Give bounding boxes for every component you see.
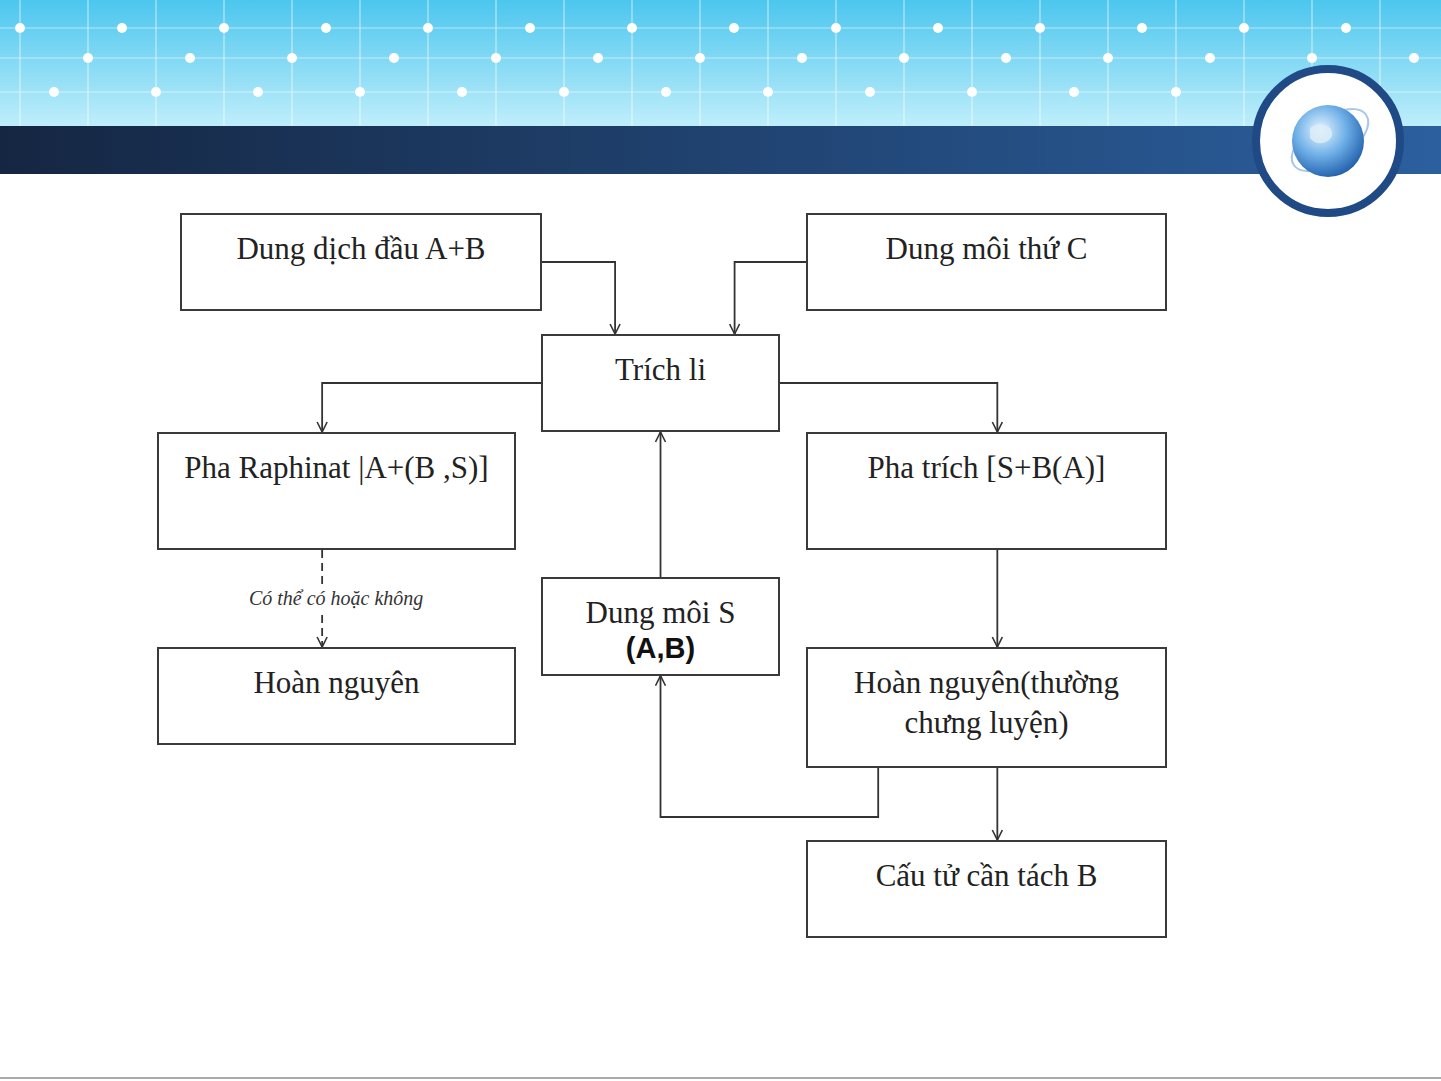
grid-line [1175, 0, 1177, 126]
flow-arrow [660, 432, 662, 577]
header-band [0, 126, 1441, 174]
grid-line [19, 0, 21, 126]
grid-dot [1035, 23, 1045, 33]
grid-dot [389, 53, 399, 63]
box-text: Hoàn nguyên(thường chưng luyện) [818, 663, 1155, 744]
process-box: Dung môi S(A,B) [541, 577, 780, 676]
process-box: Hoàn nguyên(thường chưng luyện) [806, 647, 1167, 768]
box-text: Dung dịch đầu A+B [192, 229, 530, 269]
grid-dot [49, 87, 59, 97]
grid-line [155, 0, 157, 126]
logo-orbit [1281, 97, 1378, 184]
grid-line [1039, 0, 1041, 126]
grid-dot [593, 53, 603, 63]
grid-dot [797, 53, 807, 63]
box-text: Dung môi S [553, 593, 768, 633]
grid-dot [865, 87, 875, 97]
grid-dot [933, 23, 943, 33]
grid-dot [831, 23, 841, 33]
grid-line [631, 0, 633, 126]
circuit-grid [0, 0, 1441, 126]
grid-line [835, 0, 837, 126]
grid-dot [219, 23, 229, 33]
grid-dot [287, 53, 297, 63]
grid-dot [1069, 87, 1079, 97]
grid-line [767, 0, 769, 126]
flow-arrow [735, 262, 806, 334]
grid-line [359, 0, 361, 126]
grid-line [1243, 0, 1245, 126]
box-text: (A,B) [553, 633, 768, 663]
footer-rule [0, 1078, 1441, 1079]
box-text: Trích li [553, 350, 768, 390]
grid-dot [117, 23, 127, 33]
flow-arrow [322, 383, 541, 432]
grid-line [563, 0, 565, 126]
grid-dot [185, 53, 195, 63]
grid-line [223, 0, 225, 126]
process-box: Pha Raphinat |A+(B ,S)] [157, 432, 516, 550]
grid-dot [1171, 87, 1181, 97]
grid-line [0, 27, 1441, 29]
grid-dot [763, 87, 773, 97]
box-text: Cấu tử cần tách B [818, 856, 1155, 896]
process-box: Hoàn nguyên [157, 647, 516, 745]
grid-dot [1001, 53, 1011, 63]
grid-dot [1409, 53, 1419, 63]
process-box: Dung dịch đầu A+B [180, 213, 542, 311]
logo-globe [1292, 105, 1364, 177]
box-text: Hoàn nguyên [169, 663, 504, 703]
flow-arrow [780, 383, 997, 432]
box-text: Pha Raphinat |A+(B ,S)] [169, 448, 504, 488]
box-text: Dung môi thứ C [818, 229, 1155, 269]
grid-line [971, 0, 973, 126]
flow-arrow [542, 262, 615, 334]
flow-arrow [996, 550, 998, 647]
logo-land [1310, 124, 1332, 143]
header-sky [0, 0, 1441, 126]
grid-dot [967, 87, 977, 97]
grid-dot [321, 23, 331, 33]
grid-dot [661, 87, 671, 97]
grid-dot [695, 53, 705, 63]
grid-line [0, 91, 1441, 93]
grid-line [0, 57, 1441, 59]
grid-dot [491, 53, 501, 63]
process-box: Cấu tử cần tách B [806, 840, 1167, 938]
grid-dot [899, 53, 909, 63]
grid-line [427, 0, 429, 126]
grid-dot [1103, 53, 1113, 63]
grid-dot [729, 23, 739, 33]
grid-dot [1341, 23, 1351, 33]
process-box: Pha trích [S+B(A)] [806, 432, 1167, 550]
box-text: Pha trích [S+B(A)] [818, 448, 1155, 488]
grid-dot [627, 23, 637, 33]
process-box: Trích li [541, 334, 780, 432]
grid-dot [1307, 53, 1317, 63]
grid-dot [15, 23, 25, 33]
grid-dot [151, 87, 161, 97]
grid-dot [83, 53, 93, 63]
grid-dot [355, 87, 365, 97]
grid-dot [423, 23, 433, 33]
grid-dot [525, 23, 535, 33]
grid-dot [457, 87, 467, 97]
grid-dot [1205, 53, 1215, 63]
logo-ring [1256, 69, 1400, 213]
process-box: Dung môi thứ C [806, 213, 1167, 311]
grid-dot [1137, 23, 1147, 33]
flow-arrow [996, 768, 998, 840]
grid-dot [1239, 23, 1249, 33]
grid-dot [253, 87, 263, 97]
grid-dot [559, 87, 569, 97]
edge-label: Có thể có hoặc không [246, 587, 426, 610]
